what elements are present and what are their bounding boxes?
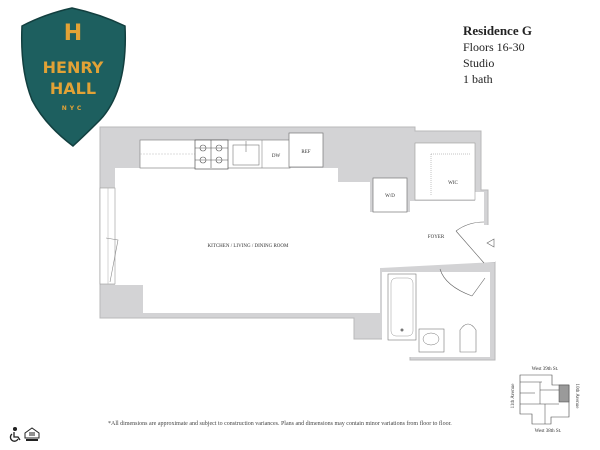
key-west: 11th Avenue [511, 383, 516, 409]
main-room-label: KITCHEN / LIVING / DINING ROOM [208, 244, 290, 249]
key-east: 10th Avenue [574, 383, 579, 409]
key-highlight [558, 384, 570, 403]
residence-info: Residence G Floors 16-30 Studio 1 bath [463, 22, 532, 87]
residence-title: Residence G [463, 23, 532, 38]
disclaimer-note: *All dimensions are approximate and subj… [108, 421, 452, 427]
key-north: West 39th St. [532, 367, 559, 372]
logo-line2: HALL [50, 79, 96, 98]
henry-hall-logo: H HENRY HALL NYC [20, 7, 127, 147]
ref-label: REF [301, 150, 310, 155]
entry-door [455, 221, 485, 264]
foyer-label: FOYER [428, 235, 445, 240]
key-south: West 38th St. [535, 429, 562, 434]
residence-type: Studio [463, 56, 495, 70]
toilet [459, 323, 477, 353]
logo-line3: NYC [62, 105, 85, 112]
walk-in-closet [414, 142, 476, 201]
key-map: West 39th St. West 38th St. 11th Avenue … [511, 367, 579, 434]
interior [115, 168, 495, 313]
accessibility-icon [9, 426, 21, 442]
washer-dryer [372, 177, 408, 213]
residence-baths: 1 bath [463, 72, 493, 86]
wd-label: W/D [385, 194, 395, 199]
range [194, 139, 229, 170]
dw-label: DW [272, 154, 281, 159]
residence-floors: Floors 16-30 [463, 40, 525, 54]
wic-label: WIC [448, 181, 458, 186]
logo-line1: HENRY [43, 58, 104, 77]
logo-letter: H [64, 21, 82, 46]
entry-arrow-icon [486, 238, 495, 248]
equal-housing-icon [24, 427, 40, 441]
refrigerator [288, 132, 324, 168]
bath-door [439, 268, 486, 297]
bath-sink [418, 328, 445, 353]
floor-plan: DW REF W/D WIC FOYER KITCHEN / LIVING / … [99, 126, 496, 361]
window [99, 187, 116, 285]
